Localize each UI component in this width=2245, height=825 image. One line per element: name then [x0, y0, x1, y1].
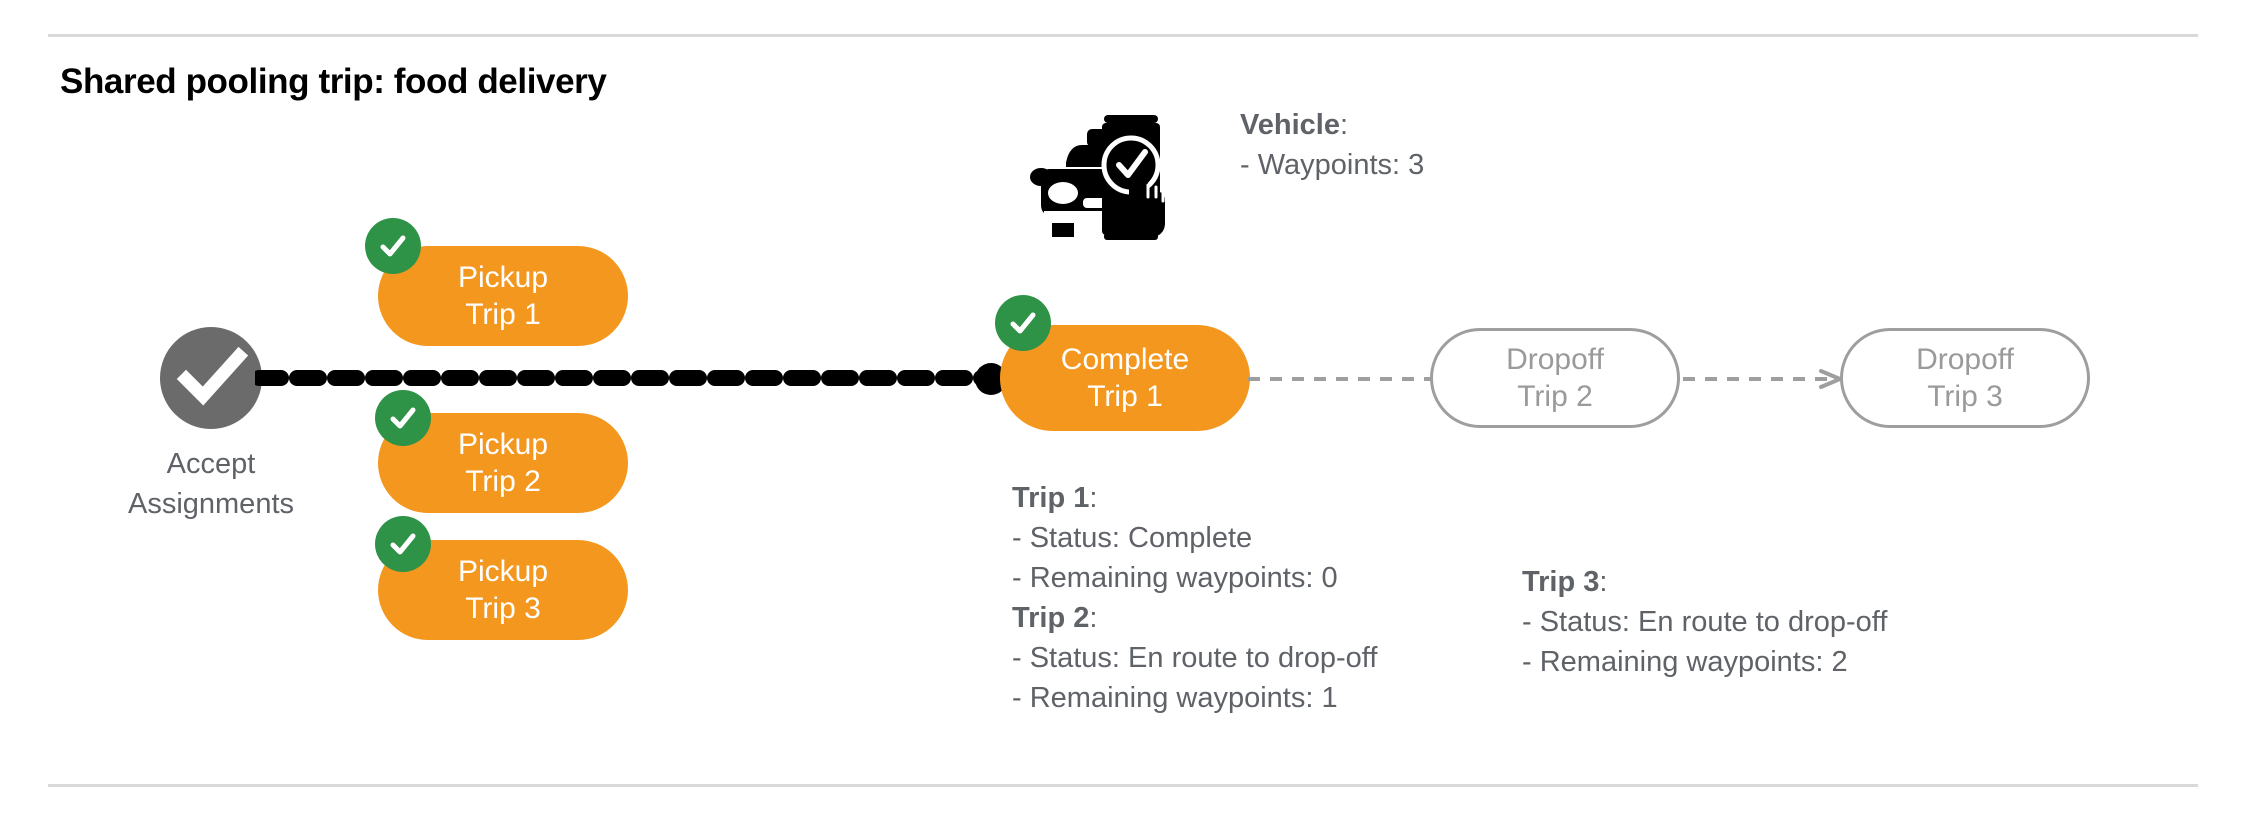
complete-trip-1-line-1: Complete	[1060, 343, 1190, 376]
pickup-trip-1-line-1: Pickup	[457, 261, 549, 294]
vehicle-heading-colon: :	[1339, 109, 1349, 141]
page-title: Shared pooling trip: food delivery	[60, 62, 607, 101]
dropoff-trip-2-node[interactable]: Dropoff Trip 2	[1430, 328, 1680, 428]
pickup-trip-1-line-2: Trip 1	[465, 298, 541, 331]
trip-2-status: - Status: En route to drop-off	[1012, 642, 1378, 674]
trip-3-colon: :	[1599, 566, 1608, 598]
accept-label-line-1: Accept	[166, 448, 256, 480]
pickup-trip-3-line-1: Pickup	[457, 555, 549, 588]
trip-3-heading: Trip 3:	[1522, 562, 1887, 602]
complete-trip-1-line-2: Trip 1	[1087, 380, 1163, 413]
trip-3-label: Trip 3	[1522, 566, 1600, 598]
trip-1-waypoints: - Remaining waypoints: 0	[1012, 562, 1338, 594]
trip-3-status: - Status: En route to drop-off	[1522, 606, 1888, 638]
check-badge-complete-1-icon	[995, 295, 1051, 351]
accept-assignments-node[interactable]	[160, 327, 262, 429]
trip-info-left-block: Trip 1: - Status: Complete - Remaining w…	[1012, 478, 1377, 718]
trip-2-waypoints: - Remaining waypoints: 1	[1012, 682, 1338, 714]
check-badge-pickup-2-icon	[375, 390, 431, 446]
trip-2-colon: :	[1089, 602, 1098, 634]
pickup-trip-3-line-2: Trip 3	[465, 592, 541, 625]
vehicle-heading-label: Vehicle	[1240, 109, 1340, 141]
check-badge-pickup-1-icon	[365, 218, 421, 274]
accept-assignments-label: Accept Assignments	[100, 444, 322, 524]
pickup-trip-1-node[interactable]: Pickup Trip 1	[378, 246, 628, 346]
dropoff-trip-2-line-1: Dropoff	[1506, 343, 1604, 376]
trip-1-status: - Status: Complete	[1012, 522, 1253, 554]
dropoff-trip-3-line-1: Dropoff	[1916, 343, 2014, 376]
accept-label-line-2: Assignments	[127, 488, 294, 520]
pickup-trip-2-line-2: Trip 2	[465, 465, 541, 498]
vehicle-waypoints-line: - Waypoints: 3	[1240, 149, 1425, 181]
trip-1-heading: Trip 1:	[1012, 478, 1377, 518]
dropoff-trip-3-line-2: Trip 3	[1927, 380, 2003, 413]
trip-info-right-block: Trip 3: - Status: En route to drop-off -…	[1522, 562, 1887, 682]
trip-1-colon: :	[1089, 482, 1098, 514]
check-badge-pickup-3-icon	[375, 516, 431, 572]
pickup-trip-2-line-1: Pickup	[457, 428, 549, 461]
dropoff-trip-3-node[interactable]: Dropoff Trip 3	[1840, 328, 2090, 428]
dashed-connector-complete-to-dropoff2	[1248, 368, 1436, 390]
trip-1-label: Trip 1	[1012, 482, 1090, 514]
main-dashed-connector	[251, 362, 999, 394]
divider-bottom	[48, 784, 2198, 787]
vehicle-heading: Vehicle:	[1240, 105, 1424, 145]
check-circle-icon	[176, 346, 249, 406]
trip-2-label: Trip 2	[1012, 602, 1090, 634]
car-phone-check-icon	[1030, 85, 1180, 240]
trip-2-heading: Trip 2:	[1012, 598, 1377, 638]
trip-3-waypoints: - Remaining waypoints: 2	[1522, 646, 1848, 678]
dashed-arrow-dropoff2-to-dropoff3	[1683, 368, 1845, 390]
dropoff-trip-2-line-2: Trip 2	[1517, 380, 1593, 413]
vehicle-info-block: Vehicle: - Waypoints: 3	[1240, 105, 1424, 185]
divider-top	[48, 34, 2198, 37]
